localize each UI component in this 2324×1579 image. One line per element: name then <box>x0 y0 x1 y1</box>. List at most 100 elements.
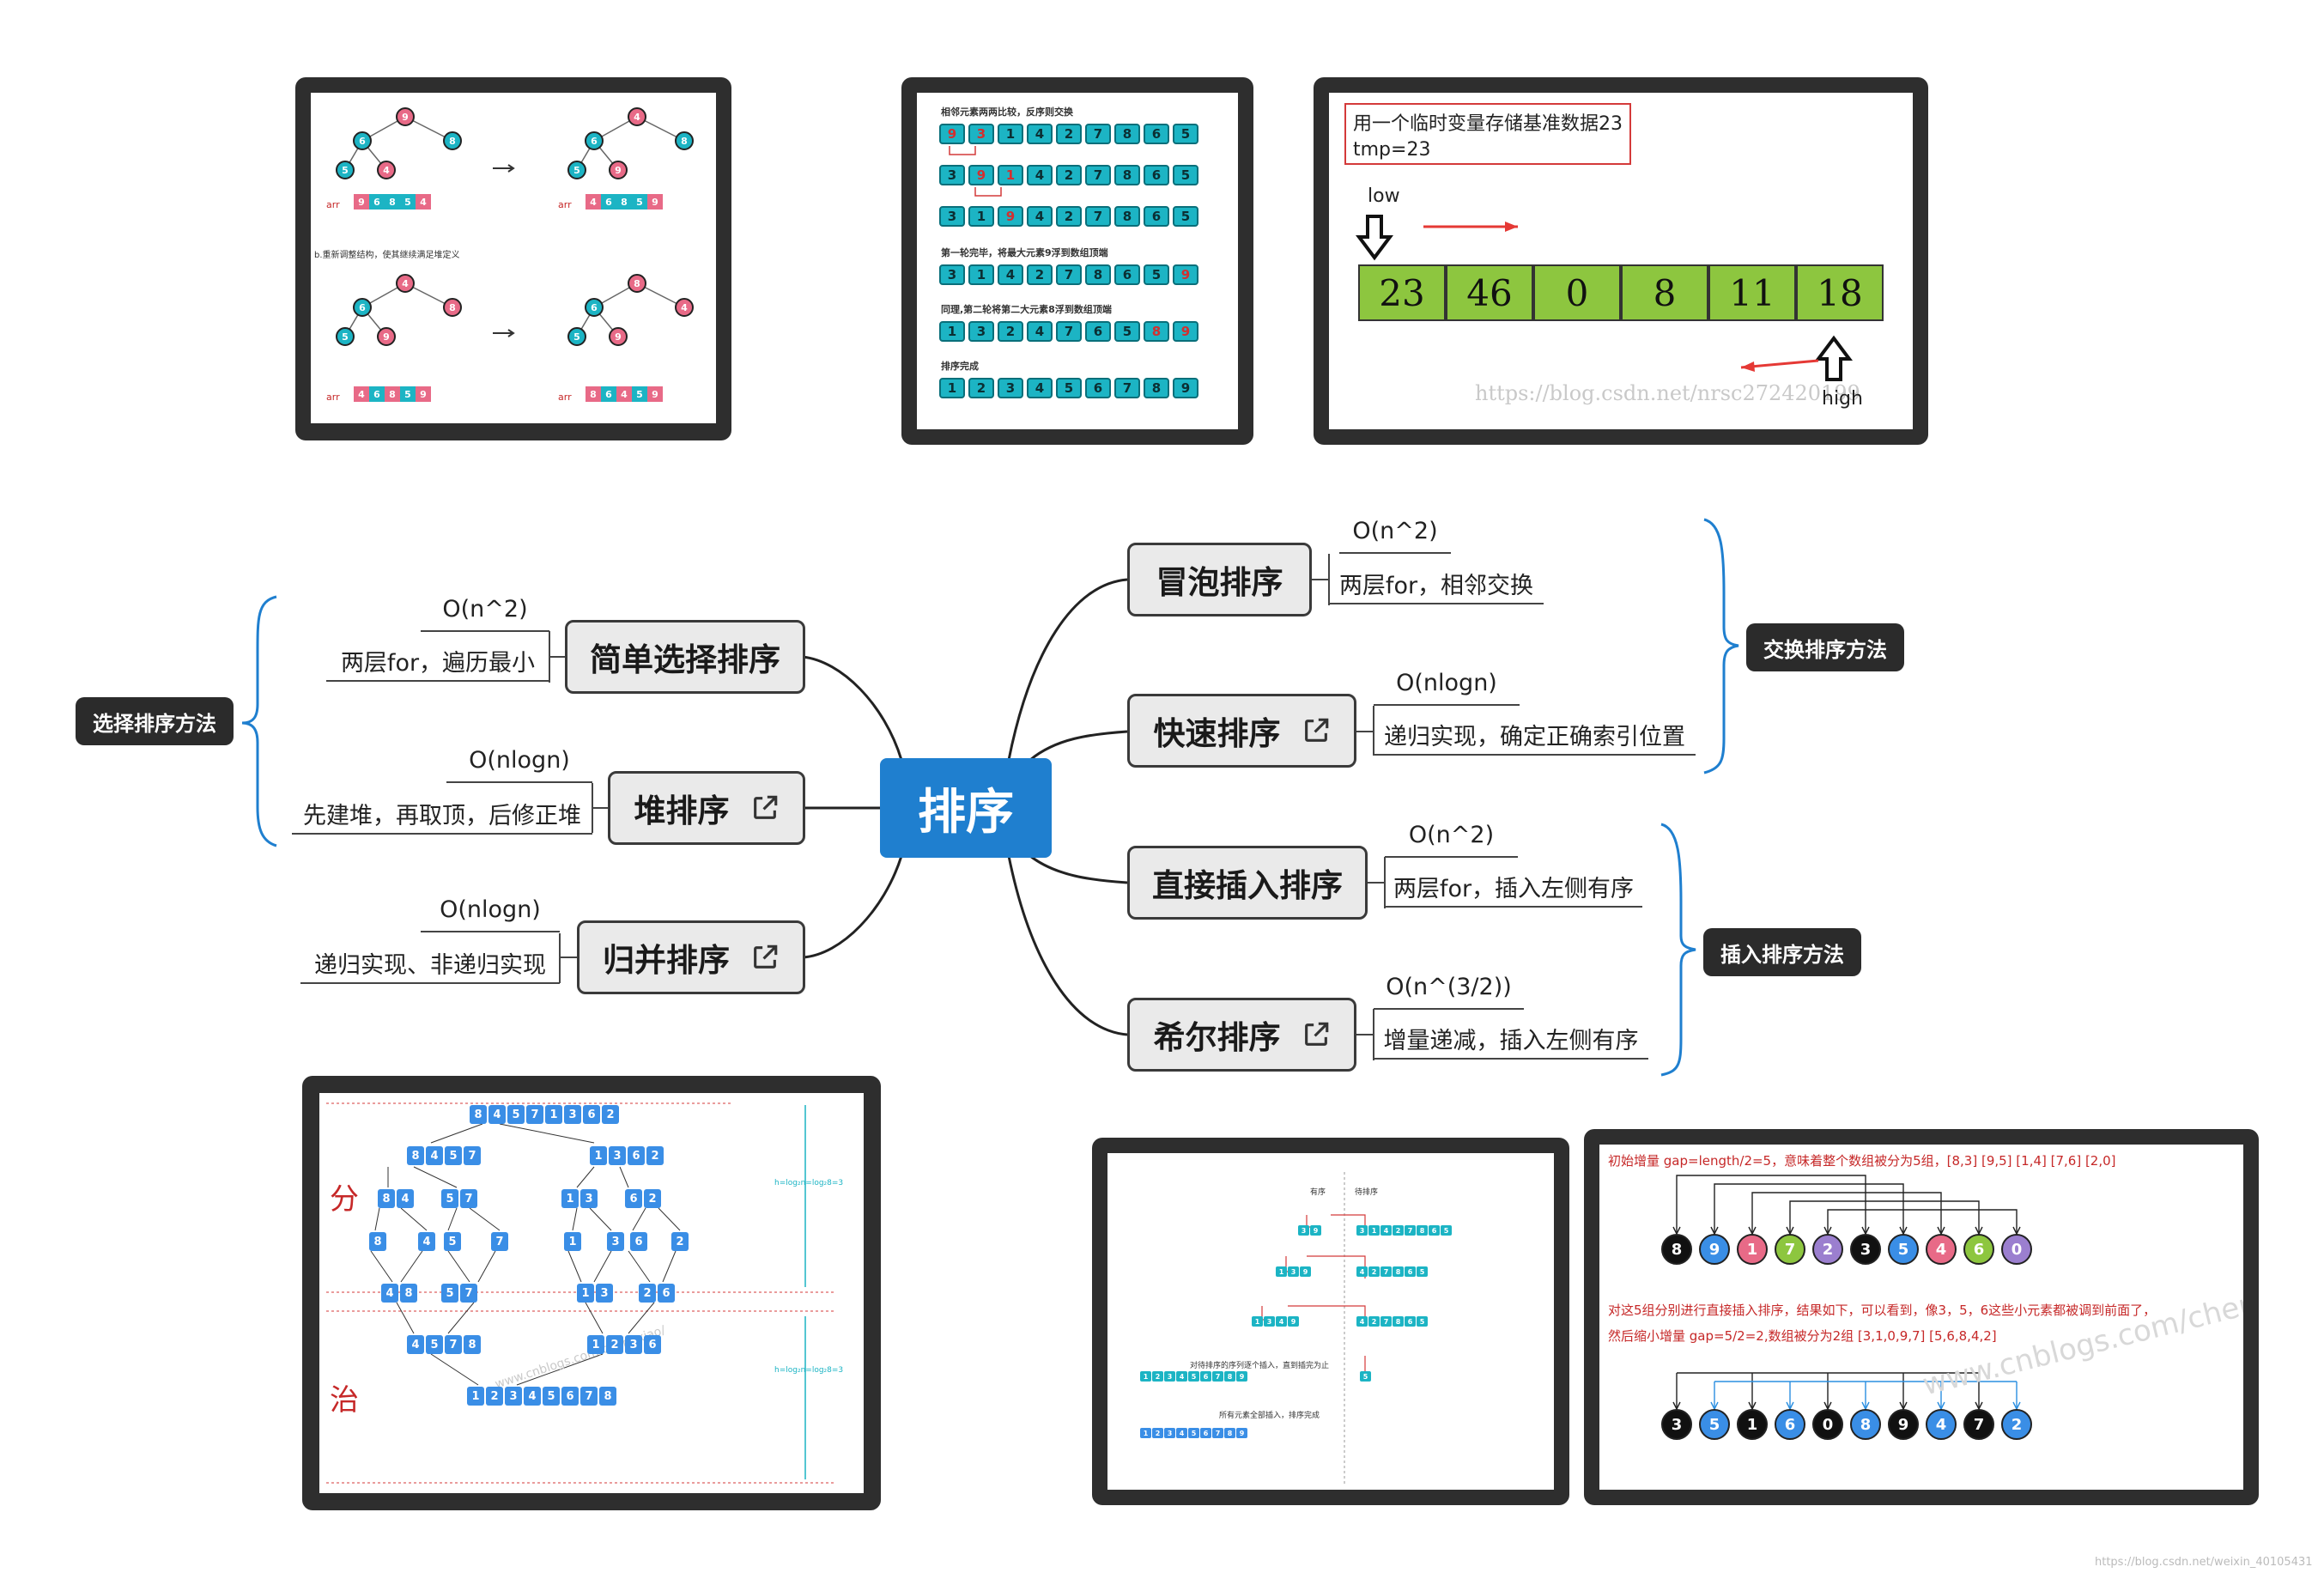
complexity-label[interactable]: O(nlogn) <box>1396 670 1497 696</box>
insertion-cell: 6 <box>1200 1371 1211 1382</box>
merge-cell: 3 <box>609 1146 626 1165</box>
footer-watermark: https://blog.csdn.net/weixin_40105431 <box>2095 1556 2313 1569</box>
merge-cell: 1 <box>590 1146 607 1165</box>
underline <box>1339 552 1451 554</box>
external-link-icon[interactable] <box>750 943 780 972</box>
insertion-final-cell: 4 <box>1176 1428 1187 1438</box>
topic-label: 堆排序 <box>634 793 730 829</box>
merge-cell: 3 <box>625 1335 642 1354</box>
external-link-icon[interactable] <box>750 793 780 823</box>
external-link-icon[interactable] <box>1302 716 1331 745</box>
external-link-icon[interactable] <box>1302 1020 1331 1049</box>
merge-cell: 8 <box>470 1105 487 1124</box>
heap-array-cell: 5 <box>400 194 416 210</box>
shell-node: 4 <box>1926 1409 1957 1440</box>
insertion-cell: 1 <box>1276 1266 1287 1277</box>
bubble-cell: 9 <box>1173 264 1198 285</box>
merge-sort-image-frame: 分 治 h=log₂n=log₂8=3 h=log₂n=log₂8=3 www.… <box>302 1076 881 1510</box>
shell-line-1: 初始增量 gap=length/2=5，意味着整个数组被分为5组，[8,3] [… <box>1608 1153 2116 1169</box>
group-tag-exchange[interactable]: 交换排序方法 <box>1746 623 1904 671</box>
description-label[interactable]: 递归实现、非递归实现 <box>314 952 546 979</box>
bubble-cell: 2 <box>1056 206 1082 227</box>
underline <box>421 931 560 932</box>
complexity-label[interactable]: O(n^2) <box>442 596 528 622</box>
formula-label-1: h=log₂n=log₂8=3 <box>774 1179 844 1187</box>
merge-cell: 3 <box>580 1189 598 1208</box>
heap-array-cell: 6 <box>601 194 616 210</box>
bubble-cell: 4 <box>1027 124 1053 144</box>
description-label[interactable]: 两层for，相邻交换 <box>1338 573 1534 599</box>
bubble-cell: 8 <box>1114 165 1140 185</box>
shell-node: 2 <box>1812 1234 1843 1265</box>
bubble-cell: 2 <box>1027 264 1053 285</box>
group-tag-selection[interactable]: 选择排序方法 <box>76 697 234 745</box>
description-label[interactable]: 两层for，遍历最小 <box>340 650 536 677</box>
merge-cell: 6 <box>583 1105 600 1124</box>
shell-node: 3 <box>1850 1234 1881 1265</box>
merge-cell: 5 <box>441 1284 458 1303</box>
complexity-label[interactable]: O(nlogn) <box>469 747 570 774</box>
merge-cell: 4 <box>426 1146 443 1165</box>
merge-cell: 1 <box>577 1284 594 1303</box>
bubble-cell: 8 <box>1114 206 1140 227</box>
description-label[interactable]: 增量递减，插入左侧有序 <box>1383 1028 1639 1054</box>
merge-cell: 4 <box>488 1105 506 1124</box>
bubble-cell: 4 <box>1027 378 1053 398</box>
complexity-label[interactable]: O(n^2) <box>1408 822 1495 848</box>
complexity-label[interactable]: O(n^2) <box>1352 518 1438 544</box>
description-label[interactable]: 两层for，插入左侧有序 <box>1393 876 1635 902</box>
tmp-box-line1: 用一个临时变量存储基准数据23 <box>1353 113 1623 135</box>
description-label[interactable]: 递归实现，确定正确索引位置 <box>1384 724 1685 750</box>
merge-cell: 5 <box>444 1232 461 1251</box>
bubble-cell: 8 <box>1114 124 1140 144</box>
topic-right-0[interactable]: 冒泡排序 <box>1127 543 1312 616</box>
complexity-label[interactable]: O(n^(3/2)) <box>1386 974 1512 1000</box>
merge-cell: 4 <box>397 1189 414 1208</box>
topic-right-3[interactable]: 希尔排序 <box>1127 998 1356 1072</box>
bubble-cell: 8 <box>1144 378 1169 398</box>
insertion-final-cell: 7 <box>1212 1428 1223 1438</box>
bubble-cell: 1 <box>998 124 1023 144</box>
insertion-cell: 8 <box>1393 1316 1404 1327</box>
merge-cell: 7 <box>460 1189 477 1208</box>
bubble-cell: 5 <box>1173 165 1198 185</box>
topic-right-1[interactable]: 快速排序 <box>1127 694 1356 768</box>
heap-array-cell: 4 <box>616 386 632 402</box>
central-topic[interactable]: 排序 <box>880 758 1052 858</box>
heap-array-cell: 8 <box>385 194 400 210</box>
quick-cell: 0 <box>1533 264 1621 321</box>
insertion-cell: 7 <box>1212 1371 1223 1382</box>
divide-label: 分 <box>330 1182 359 1217</box>
topic-left-2[interactable]: 归并排序 <box>577 920 805 994</box>
merge-cell: 2 <box>486 1387 503 1406</box>
insertion-cell: 1 <box>1140 1371 1151 1382</box>
insertion-cell: 2 <box>1368 1266 1380 1277</box>
merge-cell: 6 <box>625 1189 642 1208</box>
bubble-cell: 2 <box>998 321 1023 342</box>
heap-array-cell: 8 <box>586 386 601 402</box>
bubble-cell: 7 <box>1114 378 1140 398</box>
insertion-cell: 1 <box>1368 1225 1380 1236</box>
bubble-cell: 6 <box>1114 264 1140 285</box>
bubble-cell: 4 <box>1027 206 1053 227</box>
topic-left-0[interactable]: 简单选择排序 <box>565 620 805 694</box>
heap-array-cell: 8 <box>385 386 400 402</box>
insertion-note-1: 对待排序的序列逐个插入，直到插完为止 <box>1190 1362 1330 1370</box>
underline <box>446 781 592 783</box>
topic-left-1[interactable]: 堆排序 <box>608 771 805 845</box>
shell-node: 9 <box>1699 1234 1730 1265</box>
underline <box>326 680 549 682</box>
insertion-cell: 4 <box>1356 1316 1368 1327</box>
topic-right-2[interactable]: 直接插入排序 <box>1127 846 1368 920</box>
merge-cell: 6 <box>630 1232 647 1251</box>
merge-cell: 8 <box>378 1189 395 1208</box>
complexity-label[interactable]: O(nlogn) <box>440 896 541 923</box>
shell-line-2: 对这5组分别进行直接插入排序，结果如下，可以看到，像3，5，6这些小元素都被调到… <box>1608 1303 2157 1318</box>
quick-cell: 46 <box>1446 264 1533 321</box>
group-tag-insertion[interactable]: 插入排序方法 <box>1703 928 1861 976</box>
description-label[interactable]: 先建堆，再取顶，后修正堆 <box>303 803 581 829</box>
formula-label-2: h=log₂n=log₂8=3 <box>774 1366 844 1375</box>
bubble-cell: 2 <box>968 378 994 398</box>
topic-label: 快速排序 <box>1153 715 1281 752</box>
